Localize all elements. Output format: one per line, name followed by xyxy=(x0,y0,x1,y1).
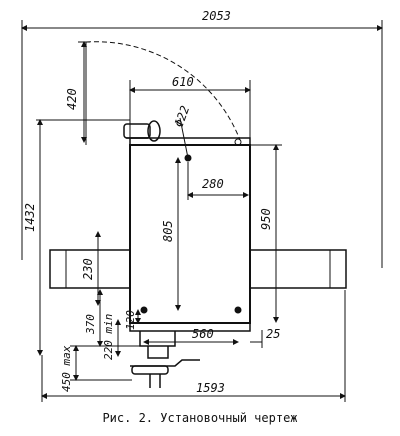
figure-caption: Рис. 2. Установочный чертеж xyxy=(102,411,298,425)
dim-small-offset: 120 xyxy=(124,310,137,330)
dim-hole-offset: 280 xyxy=(202,177,224,191)
dim-hole-spacing: 805 xyxy=(161,220,175,242)
dim-clearance-min: 220 min xyxy=(102,314,115,360)
dim-right-margin: 25 xyxy=(266,327,280,341)
dim-top-width: 610 xyxy=(172,75,194,89)
dim-pedal-max: 450 max xyxy=(60,345,73,392)
dim-rail-height: 230 xyxy=(81,258,95,280)
dim-base-width: 1593 xyxy=(196,381,225,395)
dim-top-to-axis: 420 xyxy=(65,88,79,110)
dim-overall-width: 2053 xyxy=(202,9,231,23)
dim-lower-height: 370 xyxy=(84,314,97,335)
dim-right-height: 950 xyxy=(259,208,273,230)
dim-total-height: 1432 xyxy=(23,203,37,232)
dim-lower-width: 560 xyxy=(192,327,214,341)
dim-hole-diameter: Φ22 xyxy=(172,104,193,129)
